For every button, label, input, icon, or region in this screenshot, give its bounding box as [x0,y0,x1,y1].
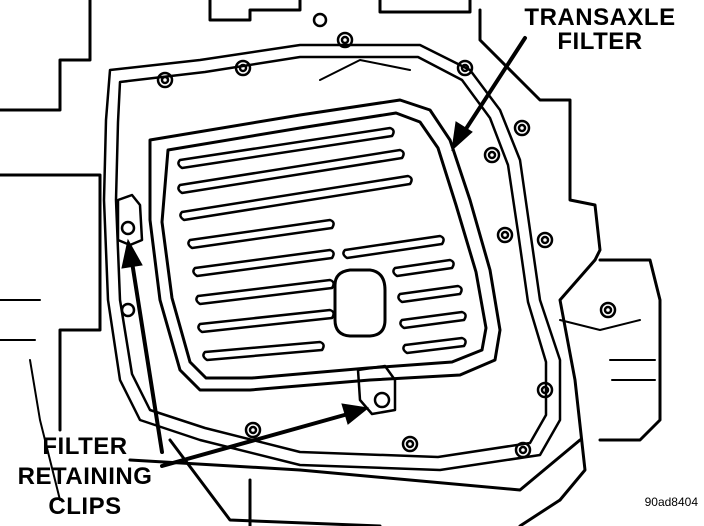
retaining-clip-bottom [356,364,397,416]
label-clips-line-2: RETAINING [17,463,153,490]
arrow-transaxle-filter-line [460,36,527,137]
arrow-clip-left-head [121,238,143,269]
filter-inlet [333,268,387,338]
arrow-transaxle-filter-head [451,121,473,152]
label-filter-retaining-clips: FILTER RETAINING CLIPS [4,432,166,522]
bolt-heads [120,12,617,459]
label-clips-line-3: CLIPS [48,493,122,520]
gasket-surface [102,43,562,472]
label-transaxle-line-1: TRANSAXLE [524,4,676,31]
retaining-clip-left [116,193,144,247]
arrow-clip-left-line [130,260,164,454]
label-clips-line-1: FILTER [42,433,128,460]
housing-details [0,59,656,501]
arrow-clip-bottom-line [160,412,350,468]
figure-code: 90ad8404 [644,495,698,509]
arrow-clip-bottom-head [341,403,370,425]
valve-body-housing [0,0,662,526]
label-transaxle-filter: TRANSAXLE FILTER [500,6,700,54]
transaxle-filter [148,98,502,392]
label-transaxle-line-2: FILTER [557,28,643,55]
leader-arrows [121,36,527,468]
filter-ribs [177,126,467,362]
